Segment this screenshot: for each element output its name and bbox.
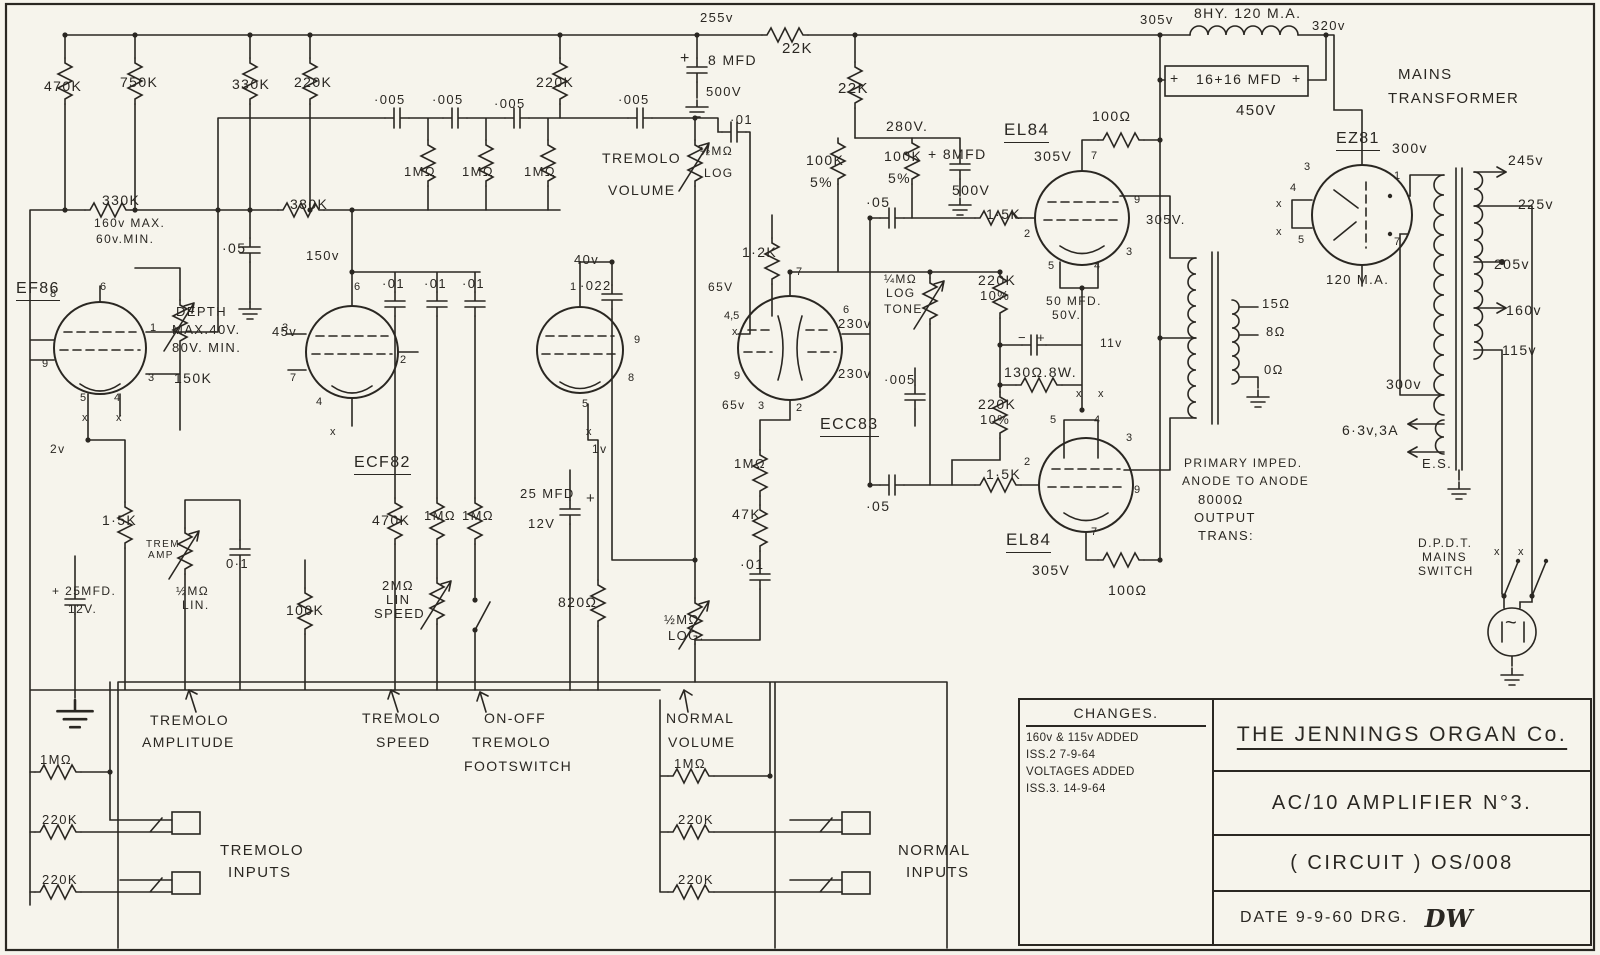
mains-transformer-heater [1434, 419, 1445, 455]
changes-row: VOLTAGES ADDED [1026, 766, 1135, 778]
circuit-ref: ( CIRCUIT ) OS/008 [1214, 836, 1590, 892]
cap-16mfd-symbol [1164, 65, 1309, 97]
normal-jack-2-symbol [841, 871, 871, 895]
changes-row: ISS.3. 14-9-64 [1026, 783, 1106, 795]
date-line: DATE 9-9-60 DRG. [1240, 909, 1409, 926]
choke-symbol [1189, 25, 1299, 36]
title-block-right: THE JENNINGS ORGAN Co. AC/10 AMPLIFIER N… [1214, 700, 1590, 944]
wire-mid-triode [579, 261, 696, 691]
tube-triode-symbol [536, 306, 624, 394]
mains-transformer-primary [1433, 174, 1445, 416]
wire-top-rails [64, 34, 1363, 561]
wire-power [1291, 171, 1547, 667]
control-arrows [185, 166, 1507, 713]
tube-el84-lower-symbol [1038, 437, 1134, 533]
mains-transformer-secondary [1473, 171, 1484, 360]
tube-ez81-symbol [1311, 164, 1413, 266]
output-transformer-primary [1187, 257, 1197, 419]
wire-inputs [29, 681, 948, 949]
tube-ecc83-symbol [737, 295, 843, 401]
tube-ecf82-symbol [305, 305, 399, 399]
signature: DW [1424, 903, 1473, 933]
wire-el84 [869, 139, 1197, 561]
changes-row: 160v & 115v ADDED [1026, 732, 1139, 744]
changes-box: CHANGES. 160v & 115v ADDED ISS.2 7-9-64 … [1020, 700, 1214, 944]
wire-ecf82 [285, 209, 571, 691]
changes-header: CHANGES. [1026, 703, 1206, 727]
tube-el84-upper-symbol [1034, 170, 1130, 266]
wire-coupling-row [408, 117, 751, 561]
mains-plug-symbol [1487, 607, 1537, 657]
changes-row: ISS.2 7-9-64 [1026, 749, 1096, 761]
date-row: DATE 9-9-60 DRG. DW [1214, 892, 1590, 944]
normal-jack-1-symbol [841, 811, 871, 835]
tube-ef86-symbol [53, 301, 147, 395]
wire-preamp [29, 117, 661, 906]
output-transformer-secondary [1231, 299, 1240, 385]
title-block: CHANGES. 160v & 115v ADDED ISS.2 7-9-64 … [1018, 698, 1592, 946]
company-name: THE JENNINGS ORGAN Co. [1214, 700, 1590, 772]
tremolo-jack-1-symbol [171, 811, 201, 835]
tremolo-jack-2-symbol [171, 871, 201, 895]
resistor-470k-1-symbol [57, 57, 73, 105]
model-number: AC/10 AMPLIFIER N°3. [1214, 772, 1590, 836]
